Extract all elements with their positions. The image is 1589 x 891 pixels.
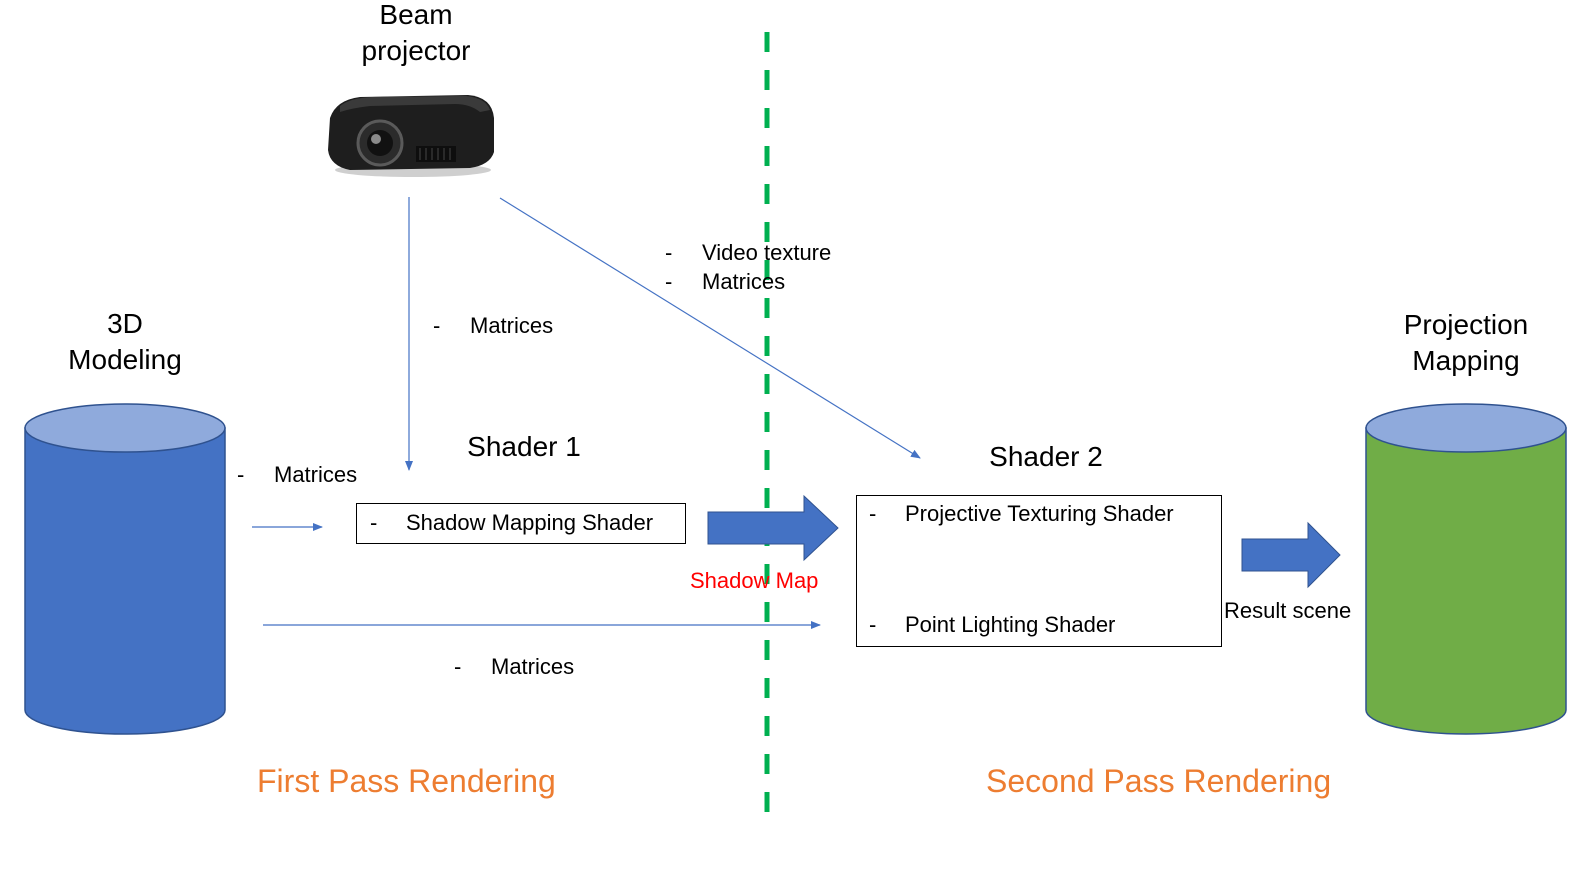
bullet: - [433,313,441,338]
first-pass-label: First Pass Rendering [257,763,556,799]
bullet: - [237,462,245,487]
shader2-item: - Projective Texturing Shader [869,501,1174,527]
edge-label-text: Matrices [470,313,554,338]
edge-label-text: Matrices [702,269,786,294]
shader1-item-label: Shadow Mapping Shader [406,510,654,535]
edge-label-text: Matrices [491,654,575,679]
projector-icon [328,95,494,177]
shader2-item-label: Projective Texturing Shader [905,501,1174,526]
modeling-title-line2: Modeling [68,344,182,375]
second-pass-label: Second Pass Rendering [986,763,1332,799]
bullet: - [454,654,462,679]
modeling-cylinder [24,403,226,735]
shader2-title: Shader 2 [989,441,1103,472]
shader1-box: - Shadow Mapping Shader [356,503,686,544]
edge-label-projector-shader2: - Video texture - Matrices [665,240,831,295]
edge-label-projector-shader1: - Matrices [433,313,553,339]
edge-label-text: Video texture [702,240,832,265]
modeling-title-line1: 3D [107,308,143,339]
block-arrow-result-scene [1241,521,1341,589]
edge-label-modeling-shader2: - Matrices [454,654,574,680]
projector-title: Beam projector [336,0,496,69]
edge-label-text: Matrices [274,462,358,487]
projector-title-line1: Beam [379,0,453,30]
bullet: - [869,501,877,526]
edge-label-modeling-shader1: - Matrices [237,462,357,488]
projection-mapping-title-line1: Projection [1403,309,1529,340]
shader1-item: - Shadow Mapping Shader [370,510,653,536]
shader2-item: - Point Lighting Shader [869,612,1115,638]
arrow-projector-to-shader2 [499,197,921,459]
bullet: - [665,240,673,265]
bullet: - [665,269,673,294]
block-arrow-shadow-map [707,494,839,562]
bullet: - [869,612,877,637]
projection-mapping-cylinder [1365,403,1567,735]
shader2-box: - Projective Texturing Shader - Point Ligh… [856,495,1222,647]
bullet: - [370,510,378,535]
projection-mapping-title: Projection Mapping [1376,307,1556,379]
modeling-title: 3D Modeling [45,306,205,378]
shadow-map-label: Shadow Map [690,568,819,593]
result-scene-label: Result scene [1224,598,1352,623]
shader1-title: Shader 1 [467,431,581,462]
projector-title-line2: projector [361,35,471,66]
projection-mapping-title-line2: Mapping [1412,345,1520,376]
shader2-item-label: Point Lighting Shader [905,612,1116,637]
